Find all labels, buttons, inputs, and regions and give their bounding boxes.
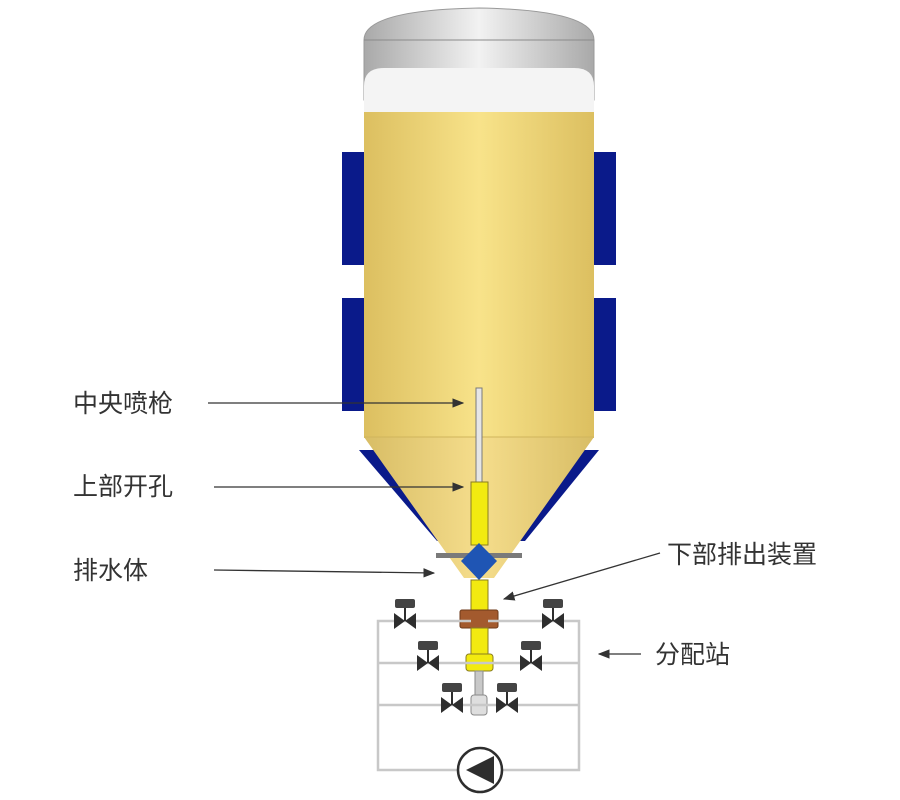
discharge-stem: [474, 670, 484, 696]
distribution-station-piping: [376, 619, 581, 772]
valve-icon: [542, 599, 564, 629]
header-pipe-top: [376, 619, 471, 772]
valve-icon: [520, 641, 542, 671]
jacket-left-lower: [342, 298, 364, 411]
jacket-right-lower: [594, 298, 616, 411]
bottom-discharge-assembly: [459, 481, 499, 716]
upper-opening-tube: [470, 481, 489, 546]
vessel-cap-band: [364, 68, 594, 112]
pump-icon: [456, 746, 504, 794]
discharge-valve-diamond: [461, 543, 497, 580]
vessel-body: [364, 112, 594, 438]
label-distribution-station: 分配站: [655, 640, 730, 669]
label-central-lance: 中央喷枪: [73, 389, 173, 418]
discharge-flange: [459, 609, 499, 629]
label-drain-body: 排水体: [73, 556, 148, 585]
central-lance: [475, 387, 483, 485]
discharge-pipe-upper: [470, 579, 489, 611]
arrow-icon: [502, 552, 661, 601]
jacket-right-upper: [594, 152, 616, 265]
jacket-left-upper: [342, 152, 364, 265]
label-bottom-discharge: 下部排出装置: [667, 540, 817, 569]
valve-icon: [394, 599, 416, 629]
valve-icon: [496, 683, 518, 713]
label-upper-opening: 上部开孔: [73, 472, 173, 501]
header-pipe-top-right: [488, 619, 581, 772]
arrow-icon: [213, 568, 436, 578]
leader-arrows: [208, 398, 661, 659]
valve-icon: [417, 641, 439, 671]
valve-group: [394, 599, 564, 713]
discharge-pipe-mid: [470, 627, 489, 655]
valve-icon: [441, 683, 463, 713]
